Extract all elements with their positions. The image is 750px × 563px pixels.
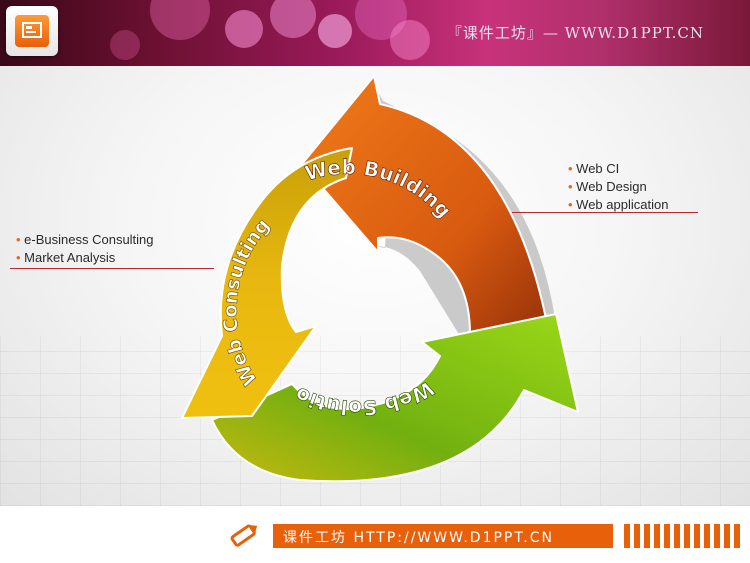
bullet-list-left: • e-Business Consulting • Market Analysi… (16, 231, 154, 267)
cycle-diagram: Web Building Web Solution Web Consulting (0, 66, 579, 483)
footer-site-text: 课件工坊 HTTP://WWW.D1PPT.CN (283, 530, 554, 546)
bokeh-decoration (270, 0, 316, 38)
footer: 课件工坊 HTTP://WWW.D1PPT.CN (0, 506, 750, 563)
list-item: • e-Business Consulting (16, 232, 154, 247)
bokeh-decoration (110, 30, 140, 60)
header-banner: 『课件工坊』— WWW.D1PPT.CN (0, 0, 750, 66)
presentation-logo-icon (6, 6, 58, 56)
list-item: • Web CI (568, 161, 620, 176)
connector-line-right (512, 212, 698, 213)
bokeh-decoration (390, 20, 430, 60)
segment-web-solution (211, 313, 579, 483)
bullet-list-right: • Web CI • Web Design • Web application (568, 160, 668, 214)
header-site-text: 『课件工坊』— WWW.D1PPT.CN (446, 24, 704, 42)
bokeh-decoration (150, 0, 210, 40)
bokeh-decoration (318, 14, 352, 48)
pencil-icon (230, 524, 258, 547)
bokeh-decoration (225, 10, 263, 48)
footer-bar (273, 524, 613, 548)
list-item: • Web application (568, 197, 669, 212)
connector-line-left (10, 268, 214, 269)
segment-web-consulting (181, 147, 353, 419)
list-item: • Market Analysis (16, 250, 116, 265)
bokeh-decoration (355, 0, 407, 40)
slide-stage: Web Building Web Solution Web Consulting… (0, 66, 750, 506)
list-item: • Web Design (568, 179, 647, 194)
